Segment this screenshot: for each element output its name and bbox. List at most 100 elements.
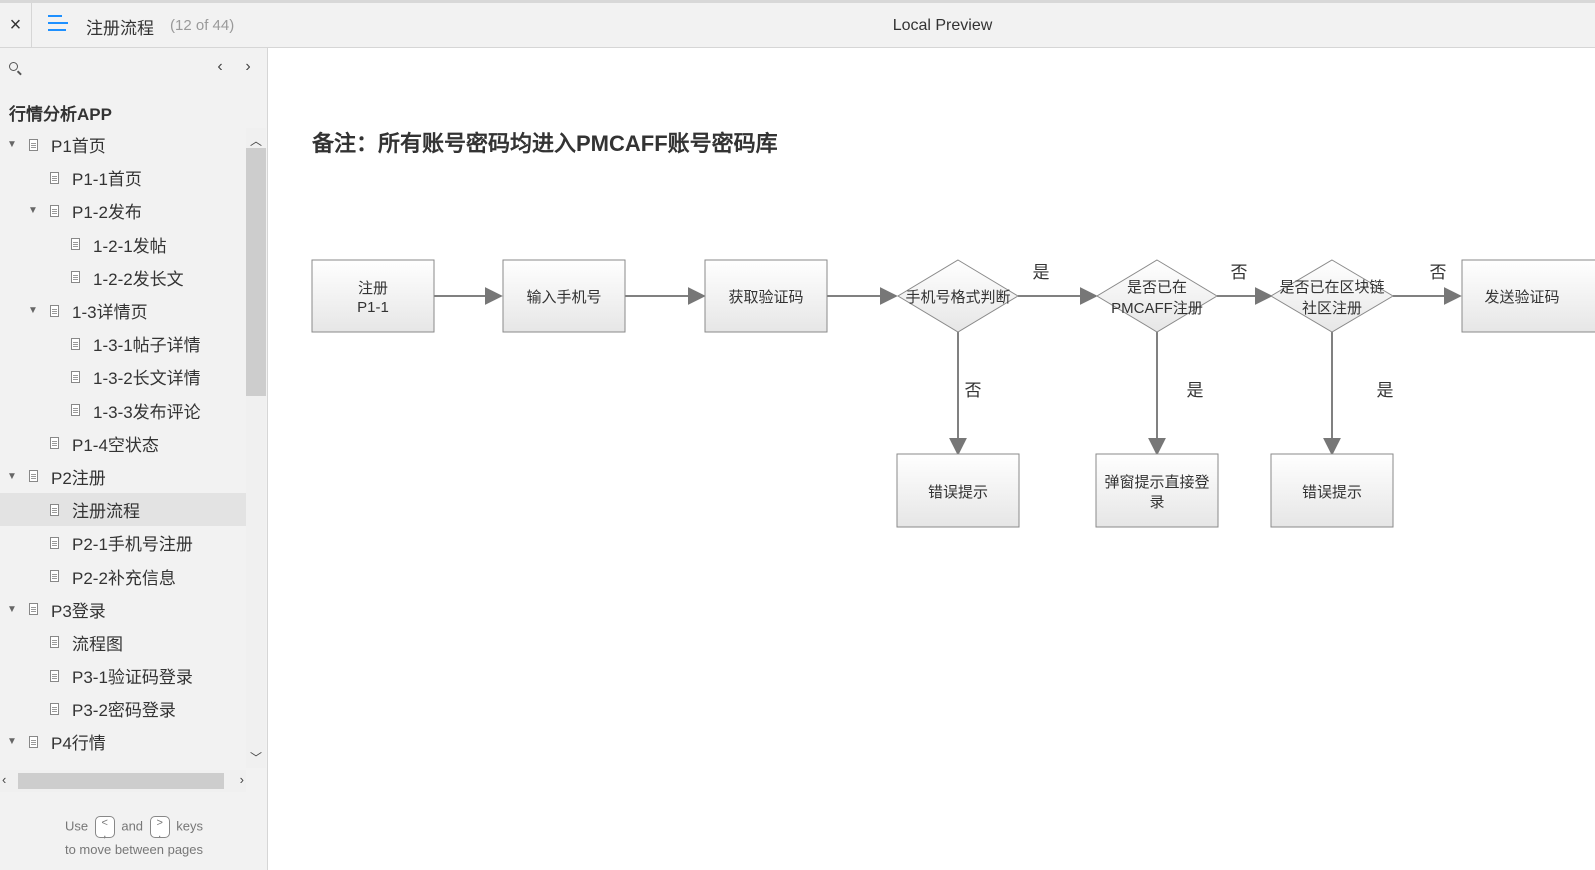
node-register [311,259,435,333]
node-register-label-2: P1-1 [357,299,389,316]
node-popup-label-1: 弹窗提示直接登 [1104,473,1209,491]
page-doc-icon [50,304,59,317]
horizontal-scroll-thumb[interactable] [18,773,224,789]
project-title: 行情分析APP [9,105,112,124]
sidebar-item-label: P2注册 [51,468,106,488]
sidebar-item-label: P3登录 [51,601,106,621]
node-registered-label-1: 是否已在 [1127,279,1187,296]
sidebar-item[interactable]: P1-4空状态 [0,427,246,460]
hint-text-keys: keys [176,818,204,834]
sidebar-item[interactable]: ▼ P3登录 [0,593,246,626]
expand-toggle-icon[interactable]: ▼ [7,470,17,482]
note-text: 备注：所有账号密码均进入PMCAFF账号密码库 [312,131,778,156]
scroll-left-icon[interactable]: ‹ [2,772,7,787]
page-doc-icon [29,470,38,483]
sidebar-item[interactable]: 1-3-1帖子详情 [0,327,246,360]
sidebar-item-label: P1-1首页 [72,170,142,190]
page-doc-icon [71,238,80,251]
sidebar-item[interactable]: ▼P1首页 [0,128,246,161]
sidebar-item[interactable]: P3-2密码登录 [0,692,246,725]
node-register-label-1: 注册 [358,280,388,297]
node-send-code-label: 发送验证码 [1484,289,1559,306]
sidebar: ‹ › 行情分析APP ▼P1首页 P1-1首页 ▼ P1-2发布 1-2-1发帖 1-2… [0,48,268,870]
node-community-check [1270,259,1394,333]
page-doc-icon [50,669,59,682]
page-doc-icon [50,636,59,649]
node-community-label-2: 社区注册 [1302,300,1362,317]
node-phone-check-label: 手机号格式判断 [905,289,1010,306]
sidebar-item-label: P2-1手机号注册 [72,535,193,555]
page-doc-icon [50,570,59,583]
sidebar-item[interactable]: ▼ P2注册 [0,460,246,493]
page-doc-icon [71,337,80,350]
close-button[interactable]: × [0,3,32,48]
sidebar-item[interactable]: 1-3-2长文详情 [0,360,246,393]
sidebar-item[interactable]: ▼ P4行情 [0,725,246,758]
flowchart: 注册 P1-1 输入手机号 获取验证码 手机号格式判断 是否已在 PMCAFF注… [311,259,1595,528]
horizontal-scrollbar[interactable]: ‹ › [0,770,246,792]
sidebar-item[interactable]: P4-1未登录/已登陆-空 [0,759,246,769]
menu-icon[interactable] [48,15,70,35]
sidebar-item-label: P1-4空状态 [72,435,159,455]
node-get-code [704,259,828,333]
sidebar-item[interactable]: 流程图 [0,626,246,659]
expand-toggle-icon[interactable]: ▼ [7,736,17,748]
sidebar-item-label: 流程图 [72,634,123,654]
expand-toggle-icon[interactable]: ▼ [28,305,38,317]
edge-label-registered-no: 否 [1231,263,1248,282]
prev-key-icon: < , [94,816,115,840]
page-doc-icon [29,603,38,616]
keyboard-hint-line2: to move between pages [64,842,204,857]
sidebar-item[interactable]: 注册流程 [0,493,246,527]
node-popup-label-2: 录 [1149,494,1164,511]
sidebar-item-label: 1-2-1发帖 [93,236,167,256]
expand-toggle-icon[interactable]: ▼ [28,205,38,217]
expand-toggle-icon[interactable]: ▼ [7,139,17,151]
scroll-right-icon[interactable]: › [239,772,244,787]
vertical-scroll-thumb[interactable] [246,148,266,396]
sidebar-item-label: 1-3详情页 [72,303,148,323]
node-community-label-1: 是否已在区块链 [1279,279,1384,296]
next-page-button[interactable]: › [245,58,251,75]
page-doc-icon [29,138,38,151]
sidebar-item[interactable]: 1-2-2发长文 [0,261,246,294]
edge-label-community-no: 否 [1430,263,1447,282]
sidebar-item[interactable]: P1-1首页 [0,161,246,194]
prev-page-button[interactable]: ‹ [217,58,223,75]
sidebar-item[interactable]: 1-3-3发布评论 [0,394,246,427]
search-icon[interactable] [9,62,18,71]
node-input-phone [502,259,626,333]
scroll-up-icon[interactable]: ︿ [249,134,262,148]
page-doc-icon [50,204,59,217]
sidebar-item-label: P4-1未登录/已登陆-空 [72,763,237,769]
node-phone-check [897,259,1019,333]
sidebar-item[interactable]: ▼ 1-3详情页 [0,294,246,327]
sidebar-item[interactable]: 1-2-1发帖 [0,228,246,261]
sidebar-item[interactable]: P3-1验证码登录 [0,659,246,692]
sidebar-item[interactable]: P2-2补充信息 [0,559,246,592]
page-doc-icon [71,370,80,383]
edge-label-community-yes: 是 [1377,381,1394,400]
page-doc-icon [29,735,38,748]
edge-label-registered-yes: 是 [1187,381,1204,400]
sidebar-item-label: 1-3-2长文详情 [93,369,201,389]
expand-toggle-icon[interactable]: ▼ [7,603,17,615]
node-error-2-label: 错误提示 [1302,484,1362,501]
hint-text-and: and [121,818,144,834]
node-send-code [1461,259,1595,333]
page-tree: ▼P1首页 P1-1首页 ▼ P1-2发布 1-2-1发帖 1-2-2发长文 ▼ 1-3详情页… [0,128,246,768]
sidebar-item-label: P1-2发布 [72,203,142,223]
node-input-phone-label: 输入手机号 [526,289,601,306]
next-key-icon: > . [149,816,170,840]
sidebar-item[interactable]: P2-1手机号注册 [0,526,246,559]
sidebar-item[interactable]: ▼ P1-2发布 [0,194,246,227]
top-bar: × 注册流程 (12 of 44) Local Preview [0,0,1595,48]
vertical-scrollbar[interactable]: ︿ ﹀ [246,128,266,768]
preview-title: Local Preview [892,17,993,34]
sidebar-item-label: 1-3-3发布评论 [93,402,201,422]
close-icon: × [9,14,22,36]
scroll-down-icon[interactable]: ﹀ [249,751,262,765]
sidebar-item-label: P4行情 [51,734,106,754]
node-error-1-label: 错误提示 [928,484,988,501]
sidebar-item-label: P3-1验证码登录 [72,668,193,688]
